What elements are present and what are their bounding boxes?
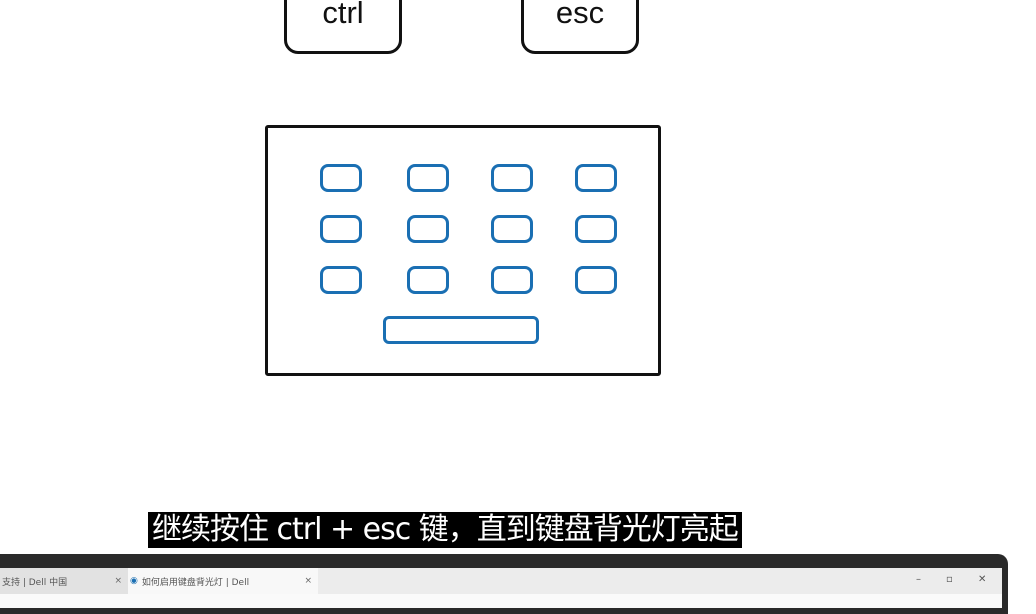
tab-label: 如何启用键盘背光灯 | Dell — [141, 577, 250, 588]
key — [575, 164, 617, 192]
key — [491, 215, 533, 243]
close-icon[interactable]: × — [114, 576, 122, 586]
key — [491, 164, 533, 192]
key — [320, 215, 362, 243]
close-button[interactable]: ✕ — [978, 574, 987, 585]
esc-label: esc — [555, 0, 605, 30]
tab-label: 支持 | Dell 中国 — [2, 577, 68, 588]
tab-backlight[interactable]: ◉如何启用键盘背光灯 | Dell × — [128, 568, 318, 594]
key — [407, 215, 449, 243]
key — [575, 215, 617, 243]
key — [491, 266, 533, 294]
minimize-button[interactable]: – — [916, 574, 921, 585]
browser-window: 支持 | Dell 中国 × ◉如何启用键盘背光灯 | Dell × – ▫ ✕ — [0, 568, 1002, 608]
address-bar[interactable] — [0, 594, 1002, 608]
spacebar — [383, 316, 539, 344]
maximize-button[interactable]: ▫ — [946, 574, 953, 585]
ctrl-label: ctrl — [322, 0, 364, 30]
keyboard-illustration — [265, 125, 661, 376]
subtitle: 继续按住 ctrl + esc 键，直到键盘背光灯亮起 — [148, 512, 742, 548]
esc-keycap: esc — [521, 0, 639, 54]
key — [407, 164, 449, 192]
key — [320, 266, 362, 294]
key — [407, 266, 449, 294]
key — [575, 266, 617, 294]
key — [320, 164, 362, 192]
dell-logo-icon: ◉ — [130, 576, 138, 586]
tab-dell-support[interactable]: 支持 | Dell 中国 × — [0, 568, 128, 594]
ctrl-keycap: ctrl — [284, 0, 402, 54]
close-icon[interactable]: × — [304, 576, 312, 586]
